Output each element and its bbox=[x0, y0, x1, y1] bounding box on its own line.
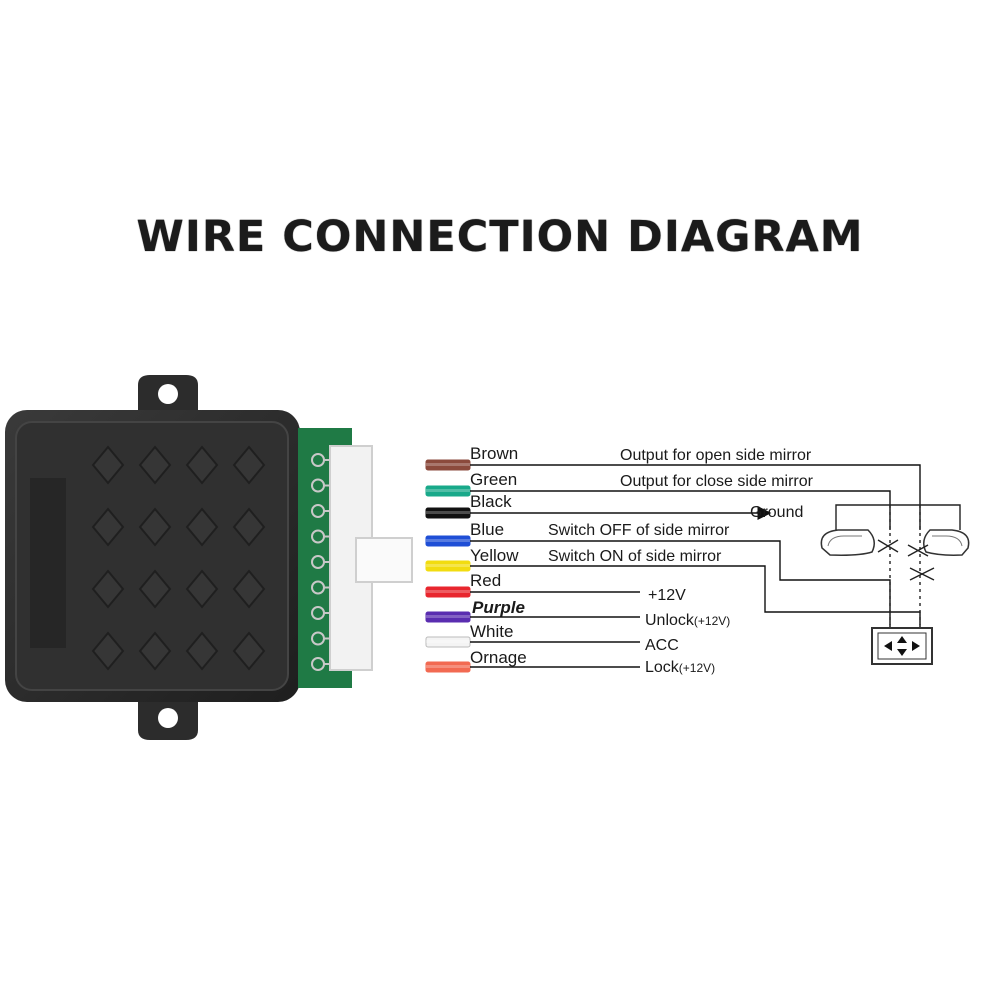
diagram-title: WIRE CONNECTION DIAGRAM bbox=[136, 212, 864, 262]
function-label-brown: Output for open side mirror bbox=[620, 447, 812, 464]
wire-label-purple: Purple bbox=[472, 598, 525, 617]
wire-label-brown: Brown bbox=[470, 444, 518, 463]
module-diamond bbox=[138, 631, 172, 671]
module-diamond bbox=[91, 445, 125, 485]
wire-stub-red bbox=[425, 586, 471, 598]
module-diamond bbox=[138, 507, 172, 547]
wire-stub-black bbox=[425, 507, 471, 519]
wire-label-yellow: Yellow bbox=[470, 546, 519, 565]
wire-stub-green bbox=[425, 485, 471, 497]
wire-stub-blue bbox=[425, 535, 471, 547]
function-label-black: Ground bbox=[750, 504, 803, 521]
wire-stubs bbox=[425, 459, 471, 673]
wire-color-labels: Brown Green Black Blue Yellow Red Purple… bbox=[470, 444, 527, 667]
module-diamond bbox=[232, 631, 266, 671]
wire-label-blue: Blue bbox=[470, 520, 504, 539]
wire-label-red: Red bbox=[470, 571, 501, 590]
module-diamond bbox=[91, 507, 125, 547]
module-texture bbox=[91, 445, 266, 671]
wire-label-black: Black bbox=[470, 492, 512, 511]
module-diamond bbox=[185, 445, 219, 485]
module-diamond bbox=[138, 569, 172, 609]
wire-stub-white bbox=[425, 636, 471, 648]
module-diamond bbox=[91, 631, 125, 671]
mirror-wiring bbox=[835, 504, 961, 625]
function-label-green: Output for close side mirror bbox=[620, 473, 814, 490]
module-diamond bbox=[91, 569, 125, 609]
module-diamond bbox=[138, 445, 172, 485]
wire-stub-ornage bbox=[425, 661, 471, 673]
side-mirror-icon bbox=[820, 529, 875, 556]
wire-label-green: Green bbox=[470, 470, 517, 489]
module-diamond bbox=[232, 569, 266, 609]
wire-label-white: White bbox=[470, 622, 513, 641]
wire-function-labels: Output for open side mirror Output for c… bbox=[548, 447, 814, 676]
wire-stub-brown bbox=[425, 459, 471, 471]
function-label-yellow: Switch ON of side mirror bbox=[548, 548, 722, 565]
wire-line-brown bbox=[470, 464, 921, 530]
module-diamond bbox=[185, 507, 219, 547]
module-diamond bbox=[185, 631, 219, 671]
function-label-red: +12V bbox=[648, 587, 686, 604]
control-module-icon bbox=[5, 375, 413, 740]
module-diamond bbox=[232, 445, 266, 485]
wire-stub-purple bbox=[425, 611, 471, 623]
wire-label-orange: Ornage bbox=[470, 648, 527, 667]
mirror-switch-icon bbox=[871, 627, 933, 665]
wire-lines bbox=[470, 464, 921, 668]
function-label-orange: Lock(+12V) bbox=[645, 659, 715, 676]
module-diamond bbox=[232, 507, 266, 547]
function-label-blue: Switch OFF of side mirror bbox=[548, 522, 730, 539]
module-diamond bbox=[185, 569, 219, 609]
function-label-purple: Unlock(+12V) bbox=[645, 612, 730, 629]
side-mirror-icon bbox=[923, 529, 970, 556]
wire-stub-yellow bbox=[425, 560, 471, 572]
function-label-white: ACC bbox=[645, 637, 679, 654]
wire-line-green bbox=[470, 490, 891, 530]
